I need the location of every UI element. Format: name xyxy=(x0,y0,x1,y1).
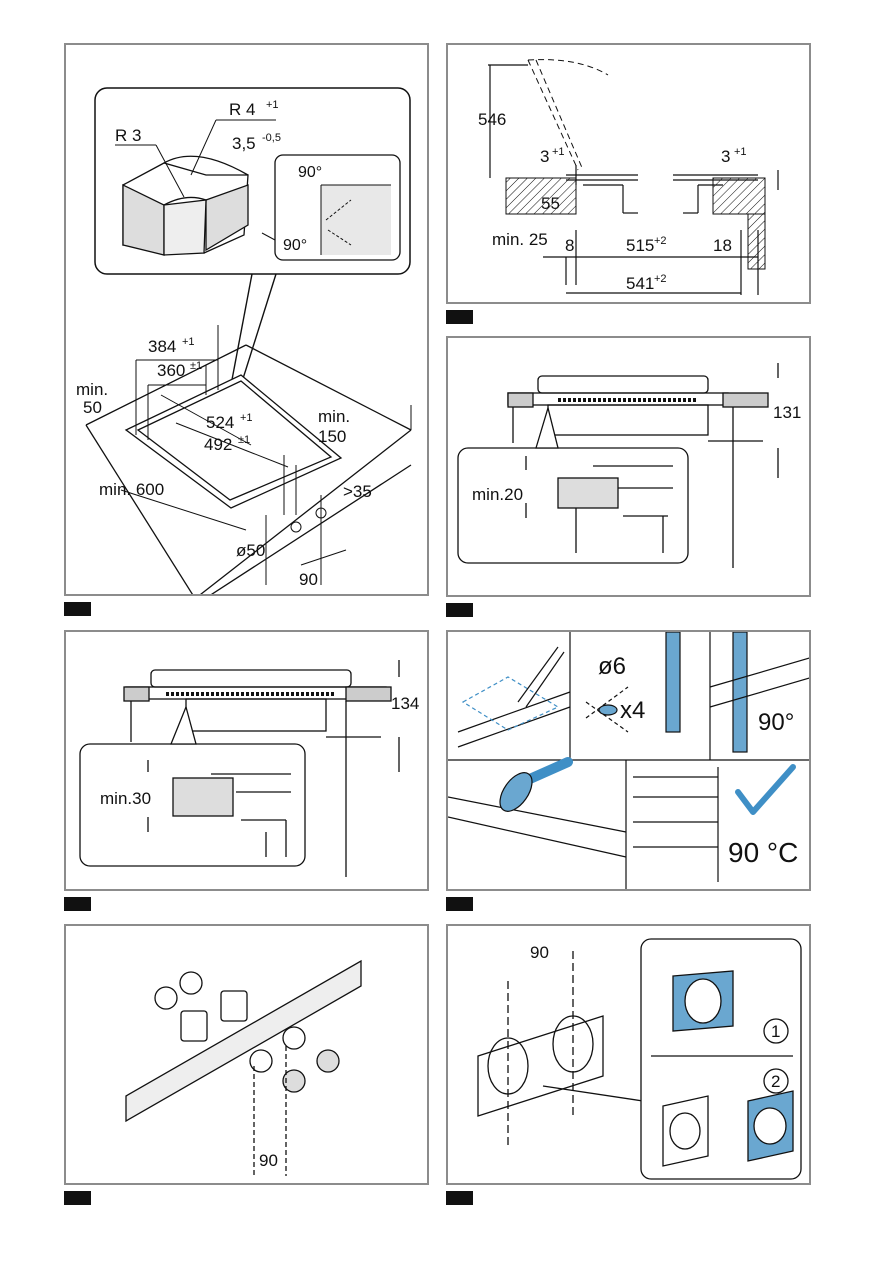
step-tag xyxy=(446,1191,473,1205)
dim-492: 492 xyxy=(204,435,232,454)
checkmark-icon xyxy=(735,764,796,815)
dim-541: 541 xyxy=(626,274,654,293)
corner-block-illustration xyxy=(122,155,249,256)
dim-384-tol: +1 xyxy=(182,336,195,348)
step-tag xyxy=(446,897,473,911)
dim-524-tol: +1 xyxy=(240,412,253,424)
step-2-badge xyxy=(763,1068,789,1094)
panel-clearance-134: 134 min.30 xyxy=(64,630,429,891)
drill-diameter: ø6 xyxy=(598,653,626,680)
min-150-label-1: min. xyxy=(318,407,350,426)
panel-cutout-dimensions: R 4 +1 R 3 3,5 -0,5 90° 90° 384 +1 xyxy=(64,43,429,596)
step-tag xyxy=(446,603,473,617)
r3-label: R 3 xyxy=(115,126,141,145)
panel-cutting-steps: ø6 x4 90° 90 °C xyxy=(446,630,811,891)
min-25: min. 25 xyxy=(492,230,548,249)
dim-8: 8 xyxy=(565,236,574,255)
step-tag xyxy=(446,310,473,324)
min-50-label-2: 50 xyxy=(83,398,102,417)
step-1-label: 1 xyxy=(771,1022,780,1041)
angle-top-label: 90° xyxy=(298,164,322,181)
height-134: 134 xyxy=(391,694,419,713)
depth-tolerance: -0,5 xyxy=(262,132,281,144)
dim-55: 55 xyxy=(541,194,560,213)
step-1-badge xyxy=(763,1018,789,1044)
cutout-diagram: R 4 +1 R 3 3,5 -0,5 90° 90° 384 +1 xyxy=(76,87,412,594)
panel-clearance-131: 131 min.20 xyxy=(446,336,811,597)
step-2-label: 2 xyxy=(771,1072,780,1091)
dim-360: 360 xyxy=(157,361,185,380)
dim-18: 18 xyxy=(713,236,732,255)
bracket-spacing-90: 90 xyxy=(530,943,549,962)
step-tag xyxy=(64,897,91,911)
r4-tolerance: +1 xyxy=(266,99,279,111)
depth-label: 3,5 xyxy=(232,134,256,153)
gt-35-label: >35 xyxy=(343,482,372,501)
temperature-label: 90 °C xyxy=(728,837,798,868)
min-600-label: min. 600 xyxy=(99,480,164,499)
panel-bracket-mounting: 90 1 2 xyxy=(446,924,811,1185)
min-20: min.20 xyxy=(472,485,523,504)
min-150-label-2: 150 xyxy=(318,427,346,446)
height-546: 546 xyxy=(478,110,506,129)
panel-worktop-section: 546 3 +1 3 +1 55 min. 25 8 515 +2 18 541… xyxy=(446,43,811,304)
min-30: min.30 xyxy=(100,789,151,808)
gap-3: 3 xyxy=(540,147,549,166)
knob-fitting-diagram: 90 xyxy=(125,959,362,1176)
clearance-131-diagram: 131 min.20 xyxy=(457,363,801,568)
angle-bottom-label: 90° xyxy=(283,237,307,254)
dim-524: 524 xyxy=(206,413,234,432)
gap-3-right: 3 xyxy=(721,147,730,166)
drill-count: x4 xyxy=(620,697,645,724)
panel-knob-fitting: 90 xyxy=(64,924,429,1185)
dim-541-tol: +2 xyxy=(654,273,667,285)
saw-angle: 90° xyxy=(758,709,794,736)
dim-492-tol: ±1 xyxy=(238,434,250,446)
knob-spacing-90: 90 xyxy=(259,1151,278,1170)
bracket-mounting-diagram: 90 1 2 xyxy=(477,938,802,1180)
r4-label: R 4 xyxy=(229,100,255,119)
worktop-section-diagram: 546 3 +1 3 +1 55 min. 25 8 515 +2 18 541… xyxy=(478,59,779,295)
dim-515: 515 xyxy=(626,236,654,255)
cutting-steps-diagram: ø6 x4 90° 90 °C xyxy=(448,632,809,889)
gap-3-tol: +1 xyxy=(552,146,565,158)
step-tag xyxy=(64,602,91,616)
dim-515-tol: +2 xyxy=(654,235,667,247)
min-50-label-1: min. xyxy=(76,380,108,399)
step-tag xyxy=(64,1191,91,1205)
dim-360-tol: ±1 xyxy=(190,360,202,372)
dim-384: 384 xyxy=(148,337,176,356)
gap-3-right-tol: +1 xyxy=(734,146,747,158)
dim-90-label: 90 xyxy=(299,570,318,589)
clearance-134-diagram: 134 min.30 xyxy=(79,660,419,877)
dia-50-label: ø50 xyxy=(236,541,265,560)
height-131: 131 xyxy=(773,403,801,422)
